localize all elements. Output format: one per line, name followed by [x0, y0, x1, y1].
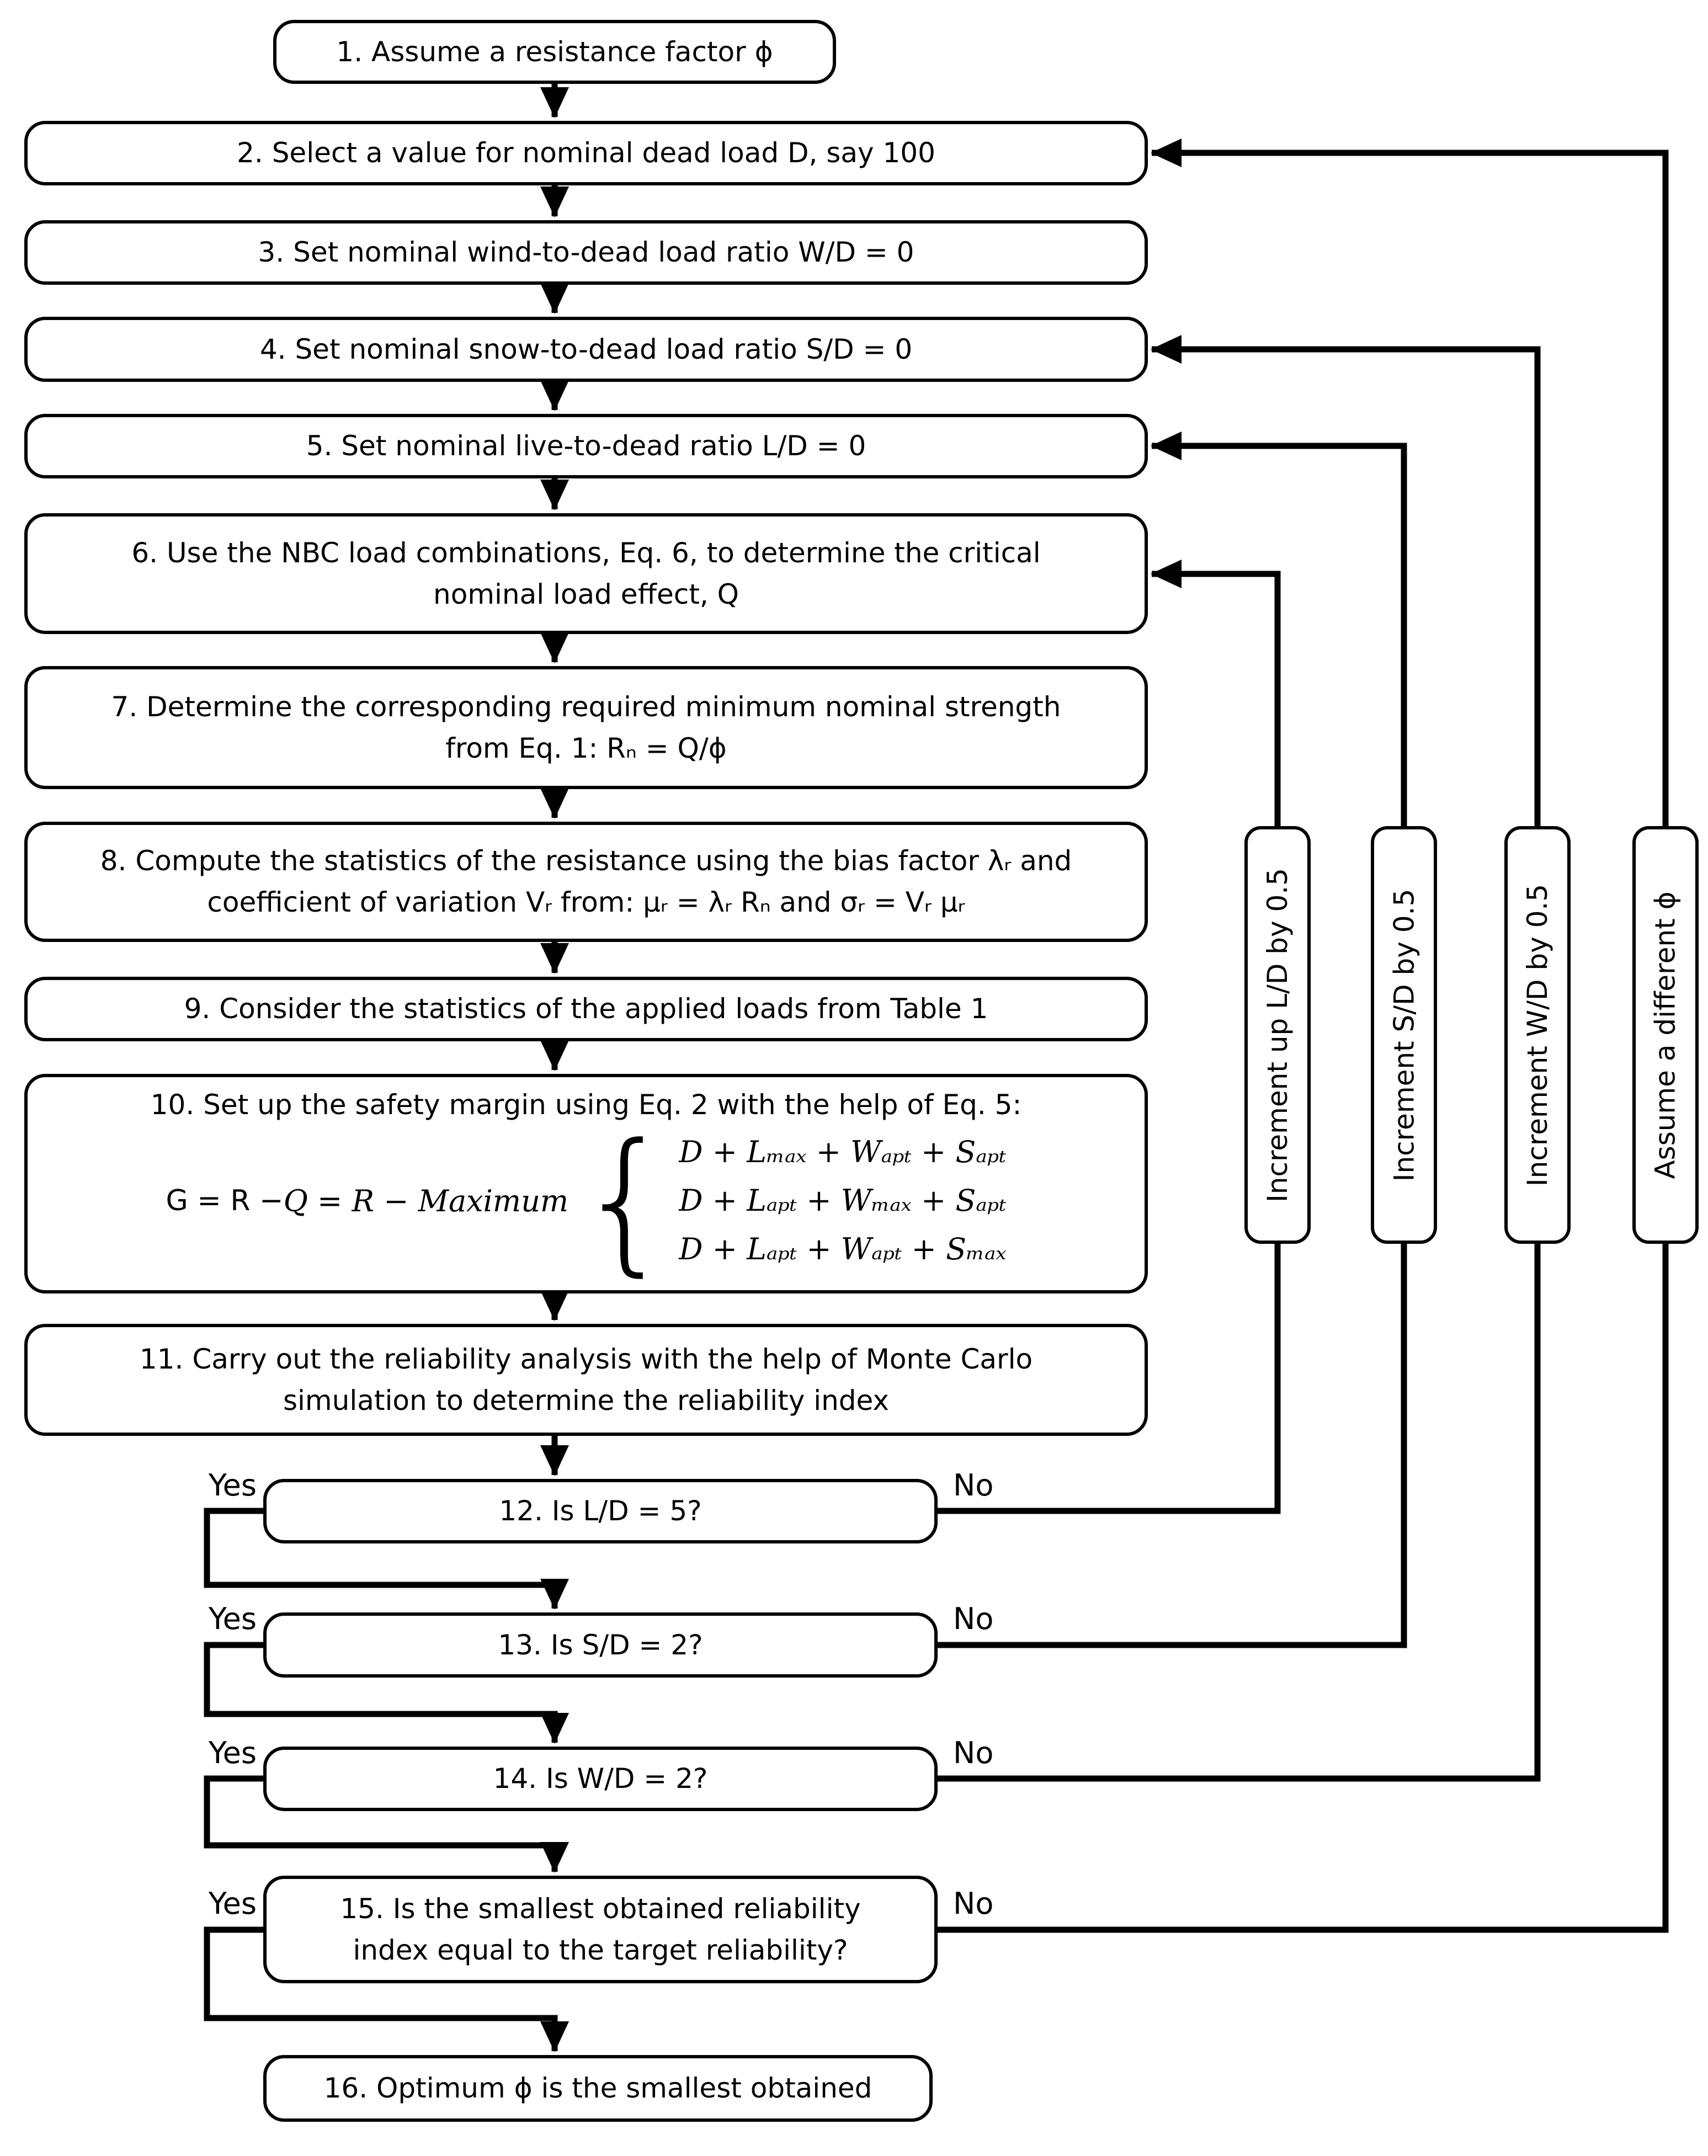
flow-step-2-label: 2. Select a value for nominal dead load … [237, 137, 935, 169]
connector-yes-15-16 [204, 1926, 569, 2052]
flow-step-8-label: 8. Compute the statistics of the resista… [100, 845, 1072, 918]
flow-step-4-label: 4. Set nominal snow-to-dead load ratio S… [259, 333, 913, 365]
flow-step-7-box: 7. Determine the corresponding required … [24, 666, 1148, 789]
decision-15-label: 15. Is the smallest obtained reliability… [340, 1892, 861, 1966]
loop-increment-ld-label: Increment up L/D by 0.5 [1262, 867, 1294, 1202]
safety-margin-equation: G = R − Q = R − Maximum { D + Lₘₐₓ + Wₐₚ… [166, 1111, 1006, 1291]
equation-lhs: G = R − [166, 1184, 284, 1217]
no-label-14: No [953, 1736, 994, 1770]
no-label-13: No [953, 1601, 994, 1636]
flow-step-6-box: 6. Use the NBC load combinations, Eq. 6,… [24, 513, 1148, 634]
flow-step-6-label: 6. Use the NBC load combinations, Eq. 6,… [131, 536, 1041, 610]
flow-step-8-box: 8. Compute the statistics of the resista… [24, 822, 1148, 942]
connector-yes-12-13 [204, 1508, 569, 1610]
flow-step-9-label: 9. Consider the statistics of the applie… [184, 993, 988, 1025]
decision-15-box: 15. Is the smallest obtained reliability… [263, 1876, 938, 1983]
loop-different-phi-label: Assume a different ϕ [1650, 891, 1682, 1179]
flow-step-16-box: 16. Optimum ϕ is the smallest obtained [263, 2055, 933, 2122]
equation-case-3: D + Lₐₚₜ + Wₐₚₜ + Sₘₐₓ [679, 1232, 1007, 1266]
yes-label-12: Yes [208, 1468, 257, 1503]
flow-step-2-box: 2. Select a value for nominal dead load … [24, 121, 1148, 185]
loop-increment-sd-label: Increment S/D by 0.5 [1388, 888, 1420, 1181]
decision-12-label: 12. Is L/D = 5? [499, 1495, 702, 1527]
yes-label-15: Yes [208, 1886, 257, 1921]
flow-step-16-label: 16. Optimum ϕ is the smallest obtained [323, 2072, 872, 2104]
decision-13-label: 13. Is S/D = 2? [498, 1628, 703, 1661]
loop-increment-wd-label: Increment W/D by 0.5 [1521, 883, 1553, 1186]
equation-case-2: D + Lₐₚₜ + Wₘₐₓ + Sₐₚₜ [679, 1183, 1007, 1218]
equation-lhs-italic: Q = R − Maximum [283, 1183, 569, 1218]
flow-step-11-label: 11. Carry out the reliability analysis w… [139, 1343, 1033, 1417]
connector-yes-14-15 [204, 1775, 569, 1873]
flow-step-9-box: 9. Consider the statistics of the applie… [24, 977, 1148, 1041]
flow-step-10-box: 10. Set up the safety margin using Eq. 2… [24, 1074, 1148, 1293]
connector-yes-13-14 [204, 1642, 569, 1744]
decision-12-box: 12. Is L/D = 5? [263, 1479, 938, 1543]
loop-increment-ld-box: Increment up L/D by 0.5 [1244, 826, 1311, 1244]
no-label-15: No [953, 1886, 994, 1921]
flow-step-1-label: 1. Assume a resistance factor ϕ [336, 35, 773, 68]
loop-increment-sd-box: Increment S/D by 0.5 [1371, 826, 1437, 1244]
decision-14-box: 14. Is W/D = 2? [263, 1747, 938, 1811]
flow-step-7-label: 7. Determine the corresponding required … [111, 690, 1061, 764]
flow-step-1-box: 1. Assume a resistance factor ϕ [273, 20, 836, 84]
equation-case-1: D + Lₘₐₓ + Wₐₚₜ + Sₐₚₜ [679, 1135, 1007, 1169]
equation-brace: { [576, 1111, 675, 1291]
loop-different-phi-box: Assume a different ϕ [1632, 826, 1699, 1244]
decision-14-label: 14. Is W/D = 2? [493, 1763, 708, 1795]
flow-step-11-box: 11. Carry out the reliability analysis w… [24, 1324, 1148, 1436]
flow-step-3-box: 3. Set nominal wind-to-dead load ratio W… [24, 220, 1148, 285]
flow-step-3-label: 3. Set nominal wind-to-dead load ratio W… [258, 236, 914, 268]
flow-step-5-box: 5. Set nominal live-to-dead ratio L/D = … [24, 414, 1148, 478]
yes-label-13: Yes [208, 1601, 257, 1636]
loop-increment-wd-box: Increment W/D by 0.5 [1504, 826, 1571, 1244]
no-label-12: No [953, 1468, 994, 1503]
flow-step-5-label: 5. Set nominal live-to-dead ratio L/D = … [306, 430, 866, 462]
flow-step-4-box: 4. Set nominal snow-to-dead load ratio S… [24, 317, 1148, 382]
equation-cases: D + Lₘₐₓ + Wₐₚₜ + Sₐₚₜ D + Lₐₚₜ + Wₘₐₓ +… [679, 1128, 1006, 1274]
flow-step-10-label: 10. Set up the safety margin using Eq. 2… [150, 1089, 1022, 1121]
yes-label-14: Yes [208, 1736, 257, 1770]
decision-13-box: 13. Is S/D = 2? [263, 1612, 938, 1678]
